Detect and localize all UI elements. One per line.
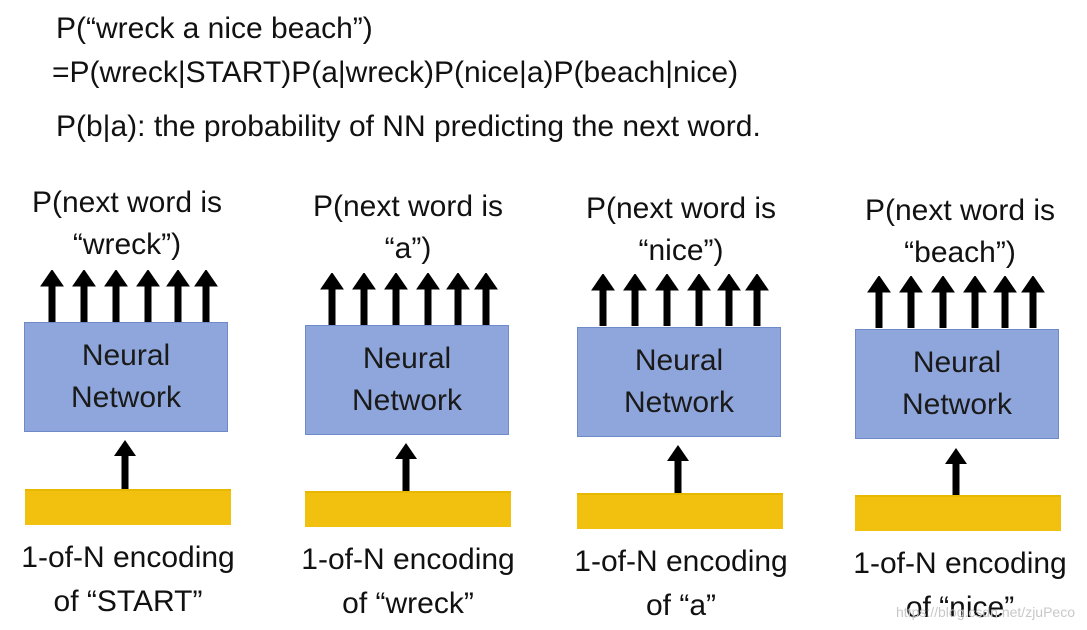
prob-label: P(next word is “nice”) <box>551 188 811 272</box>
nn-label-line2: Network <box>351 384 463 417</box>
nn-label-line1: Neural <box>912 346 1002 379</box>
prob-label: P(next word is “a”) <box>278 186 538 270</box>
prob-label: P(next word is “wreck”) <box>0 182 257 266</box>
nn-label-line2: Network <box>70 381 182 414</box>
input-arrow <box>667 445 689 495</box>
encoding-label-line2: of “START” <box>53 585 203 618</box>
prob-label-line2: “wreck”) <box>72 228 182 261</box>
input-encoding-bar <box>25 489 231 525</box>
input-arrow <box>395 443 417 493</box>
prob-label-line2: “beach”) <box>904 236 1016 269</box>
encoding-label: 1-of-N encoding of “START” <box>0 536 258 624</box>
encoding-label-line1: 1-of-N encoding <box>21 541 235 574</box>
prob-label-line1: P(next word is <box>585 192 777 225</box>
header-line-3: P(b|a): the probability of NN predicting… <box>56 110 761 143</box>
encoding-label: 1-of-N encoding of “nice” <box>830 542 1087 630</box>
nn-label-line2: Network <box>901 388 1013 421</box>
watermark: https://blog.csdn.net/zjuPeco <box>896 604 1075 620</box>
encoding-label-line1: 1-of-N encoding <box>574 545 788 578</box>
prob-label-line1: P(next word is <box>864 194 1056 227</box>
output-arrows <box>591 274 769 326</box>
header-line-1: P(“wreck a nice beach”) <box>56 12 373 45</box>
encoding-label: 1-of-N encoding of “wreck” <box>278 538 538 626</box>
output-arrows <box>40 270 218 322</box>
nn-label-line2: Network <box>623 386 735 419</box>
output-arrows <box>320 273 498 325</box>
header-line-2: =P(wreck|START)P(a|wreck)P(nice|a)P(beac… <box>52 56 739 89</box>
encoding-label-line2: of “wreck” <box>342 587 474 620</box>
encoding-label: 1-of-N encoding of “a” <box>551 540 811 628</box>
prob-label-line2: “nice”) <box>638 234 724 267</box>
input-arrow <box>945 448 967 498</box>
input-arrow <box>114 440 136 490</box>
prob-label-line2: “a”) <box>384 232 432 265</box>
nn-label-line1: Neural <box>81 339 171 372</box>
encoding-label-line1: 1-of-N encoding <box>301 543 515 576</box>
input-encoding-bar <box>305 491 511 527</box>
input-encoding-bar <box>577 493 783 529</box>
encoding-label-line2: of “nice” <box>905 591 1015 624</box>
prob-label-line1: P(next word is <box>31 186 223 219</box>
nn-label-line1: Neural <box>634 344 724 377</box>
prob-label: P(next word is “beach”) <box>830 190 1087 274</box>
nn-label-line1: Neural <box>362 342 452 375</box>
output-arrows <box>867 276 1045 328</box>
encoding-label-line2: of “a” <box>645 589 717 622</box>
encoding-label-line1: 1-of-N encoding <box>853 547 1067 580</box>
prob-label-line1: P(next word is <box>312 190 504 223</box>
input-encoding-bar <box>855 495 1061 531</box>
